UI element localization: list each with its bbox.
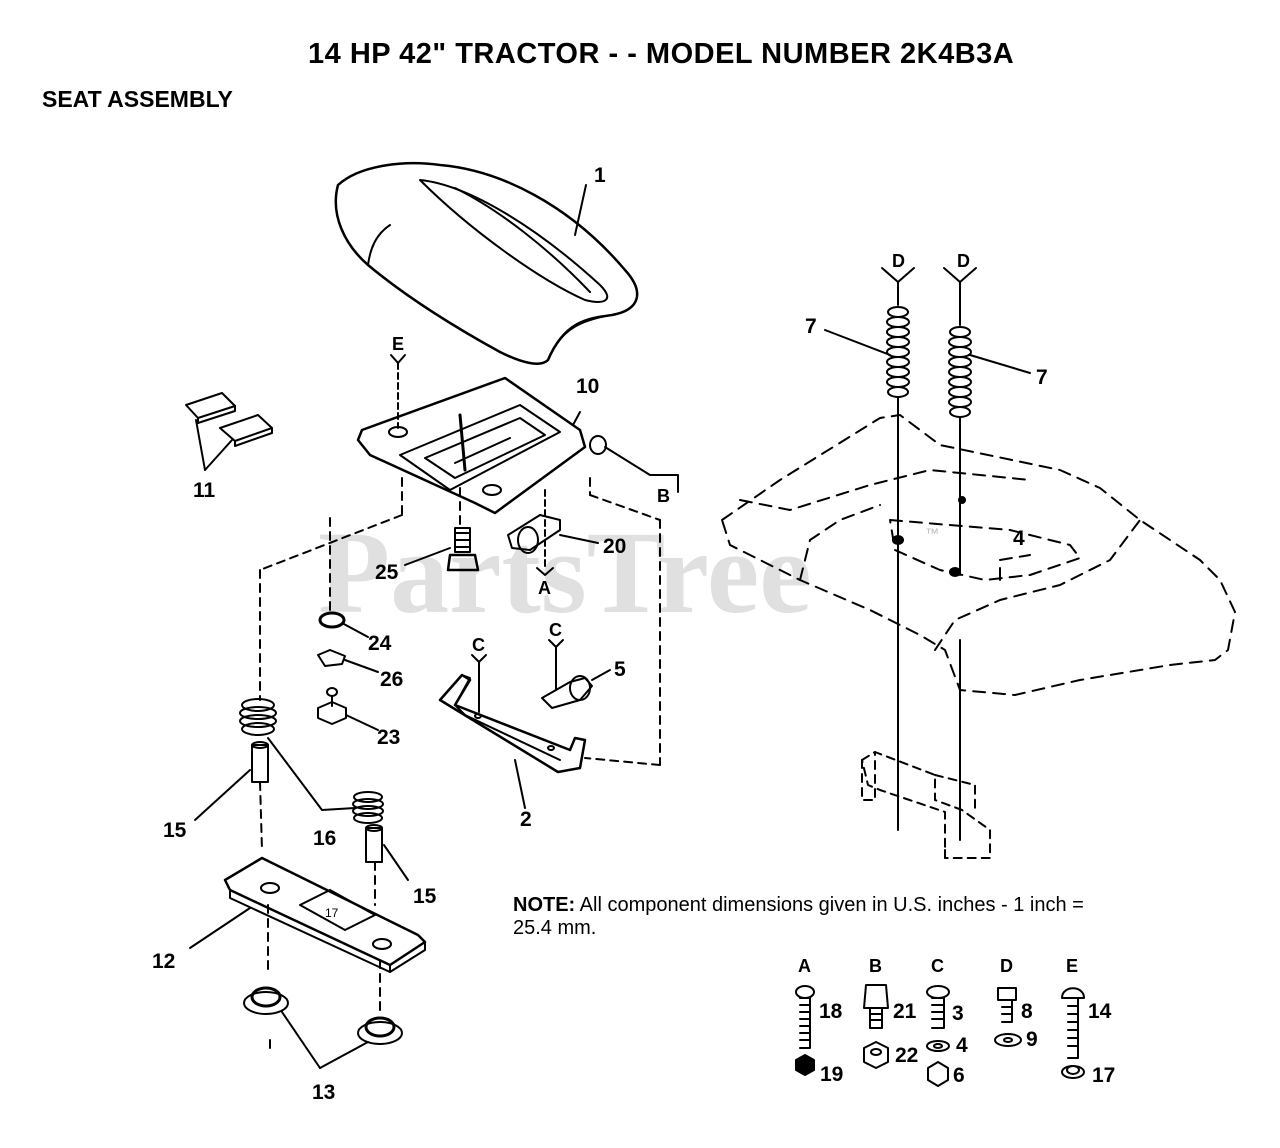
dimension-note: NOTE: All component dimensions given in …	[513, 894, 1093, 940]
callout-10: 10	[576, 375, 599, 398]
pads-part: 11	[185, 392, 273, 502]
fender-assembly: D D 7	[721, 251, 1236, 859]
sleeves-part: 15 15	[163, 741, 437, 908]
pan-mark: 4	[1013, 527, 1025, 550]
callout-12: 12	[152, 950, 175, 973]
seat-pan-part: 10 B	[356, 375, 679, 515]
legend-A-letter: A	[798, 956, 811, 976]
legend-E-letter: E	[1066, 956, 1078, 976]
seat-cushion-part: 1	[334, 161, 639, 365]
legend-D-part-1: 8	[1021, 1000, 1033, 1023]
ref-B: B	[657, 486, 670, 506]
ref-D-1: D	[892, 251, 905, 271]
callout-7-b: 7	[1036, 366, 1048, 389]
legend-B-letter: B	[869, 956, 882, 976]
legend-D-letter: D	[1000, 956, 1013, 976]
callout-7-a: 7	[805, 315, 817, 338]
ref-A: A	[538, 578, 551, 598]
leader-1	[574, 184, 587, 236]
svg-text:17: 17	[325, 906, 339, 920]
legend-E-part-1: 14	[1088, 1000, 1112, 1023]
ref-E: E	[392, 334, 404, 354]
callout-11: 11	[193, 479, 216, 502]
page-title: 14 HP 42" TRACTOR - - MODEL NUMBER 2K4B3…	[308, 38, 1015, 70]
seat-spring-right	[948, 326, 972, 418]
seat-bracket-part: 2 C	[438, 635, 587, 831]
section-title: SEAT ASSEMBLY	[42, 86, 233, 112]
bushings-part: 13	[243, 986, 403, 1104]
seat-spring-left	[886, 306, 910, 398]
callout-15-b: 15	[413, 885, 437, 908]
legend-C-part-3: 6	[953, 1064, 965, 1087]
ref-D-2: D	[957, 251, 970, 271]
callout-23: 23	[377, 726, 400, 749]
springs-part: 16	[239, 698, 384, 850]
legend-B-part-2: 22	[895, 1044, 918, 1067]
clip-part: 20 A	[507, 489, 626, 598]
note-text: All component dimensions given in U.S. i…	[513, 894, 1084, 939]
dashed-guides-left	[259, 477, 661, 766]
legend-A-part-2: 19	[820, 1063, 843, 1086]
callout-25: 25	[375, 561, 399, 584]
legend-B-part-1: 21	[893, 1000, 917, 1023]
shoulder-bolt-part: 25	[375, 527, 480, 584]
callout-16: 16	[313, 827, 336, 850]
callout-5: 5	[614, 658, 626, 681]
ref-C-1: C	[472, 635, 485, 655]
watermark: PartsTree	[318, 507, 812, 638]
legend-E-part-2: 17	[1092, 1064, 1115, 1087]
note-label: NOTE:	[513, 894, 576, 916]
legend-C-letter: C	[931, 956, 944, 976]
legend-C-part-2: 4	[956, 1034, 968, 1057]
callout-1: 1	[594, 164, 606, 187]
callout-24: 24	[368, 632, 392, 655]
callout-20: 20	[603, 535, 626, 558]
nut-washer-stack: 24 26 23	[317, 611, 403, 749]
callout-15-a: 15	[163, 819, 187, 842]
clamp-part: C 5	[541, 620, 626, 709]
watermark-tm: ™	[925, 525, 939, 541]
legend-D-part-2: 9	[1026, 1028, 1038, 1051]
base-plate-part: 17 12	[152, 856, 427, 1016]
callout-13: 13	[312, 1081, 335, 1104]
hardware-legend: A 18 19 B 21 22 C 3 4 6 D	[795, 956, 1115, 1087]
legend-C-part-1: 3	[952, 1002, 964, 1025]
callout-2: 2	[520, 808, 532, 831]
legend-A-part-1: 18	[819, 1000, 843, 1023]
callout-26: 26	[380, 668, 403, 691]
ref-C-2: C	[549, 620, 562, 640]
